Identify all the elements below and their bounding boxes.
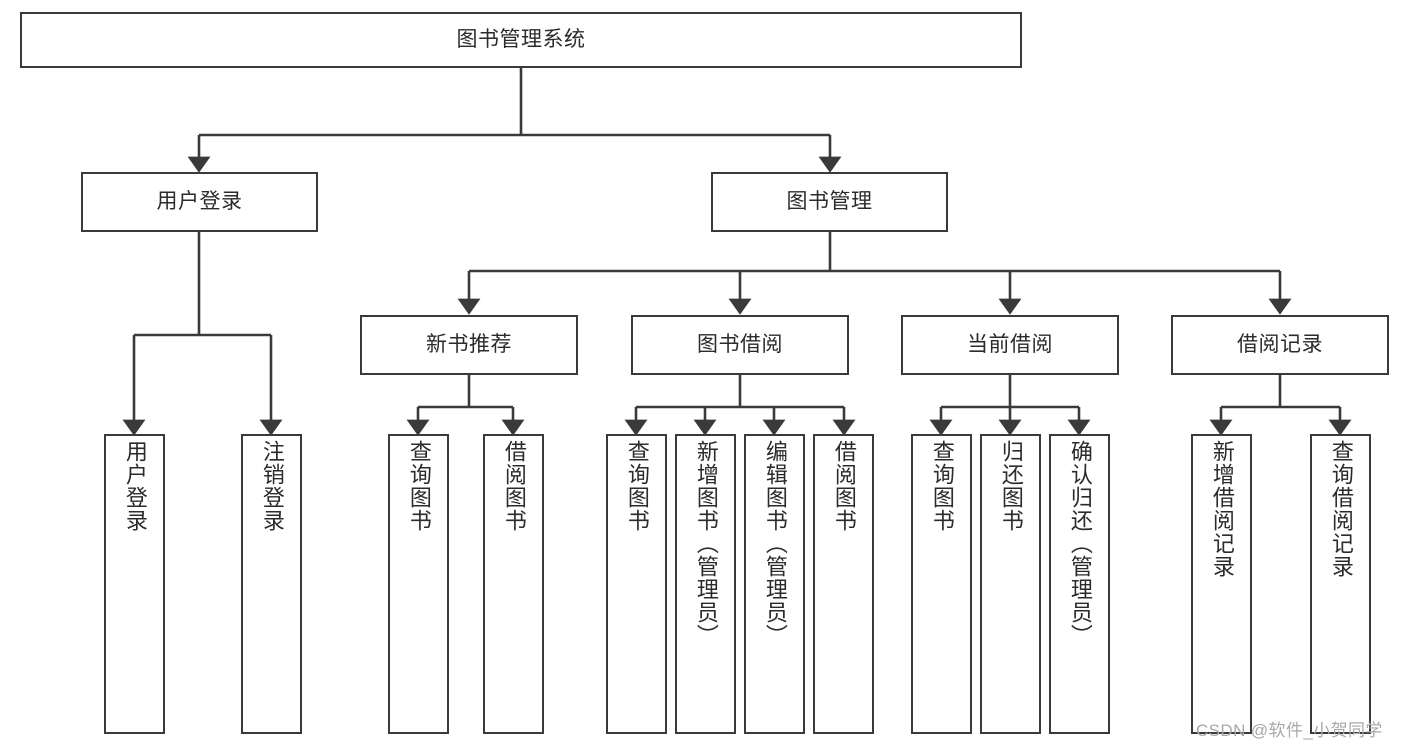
node-label: 用户登录 [156,189,243,213]
node-label: 借阅图书 [501,440,527,532]
node-label: 新增图书（管理员） [693,440,719,647]
leaf-borrow-query-book[interactable]: 查询图书 [606,434,667,734]
node-label: 借阅记录 [1237,332,1323,356]
node-root-system[interactable]: 图书管理系统 [20,12,1022,68]
csdn-watermark: CSDN @软件_小贺同学 [1196,721,1383,740]
leaf-current-return-book[interactable]: 归还图书 [980,434,1041,734]
leaf-borrow-edit-book-admin[interactable]: 编辑图书（管理员） [744,434,805,734]
leaf-record-add-record[interactable]: 新增借阅记录 [1191,434,1252,734]
node-label: 新增借阅记录 [1209,440,1235,578]
leaf-borrow-add-book-admin[interactable]: 新增图书（管理员） [675,434,736,734]
node-label: 图书管理系统 [456,27,586,51]
node-label: 编辑图书（管理员） [762,440,788,647]
node-current-borrow[interactable]: 当前借阅 [901,315,1119,375]
node-label: 当前借阅 [967,332,1053,356]
leaf-user-login[interactable]: 用户登录 [104,434,165,734]
node-book-management[interactable]: 图书管理 [711,172,948,232]
leaf-recommend-borrow-book[interactable]: 借阅图书 [483,434,544,734]
node-user-login[interactable]: 用户登录 [81,172,318,232]
node-label: 归还图书 [998,440,1024,532]
node-label: 图书借阅 [697,332,783,356]
node-label: 用户登录 [122,440,148,532]
node-label: 新书推荐 [426,332,512,356]
node-label: 查询借阅记录 [1328,440,1354,578]
node-new-book-recommend[interactable]: 新书推荐 [360,315,578,375]
leaf-borrow-borrow-book[interactable]: 借阅图书 [813,434,874,734]
node-borrow-record[interactable]: 借阅记录 [1171,315,1389,375]
node-label: 注销登录 [259,440,285,532]
node-label: 借阅图书 [831,440,857,532]
leaf-record-query-record[interactable]: 查询借阅记录 [1310,434,1371,734]
node-label: 查询图书 [929,440,955,532]
leaf-current-query-book[interactable]: 查询图书 [911,434,972,734]
node-label: 查询图书 [624,440,650,532]
node-label: 确认归还（管理员） [1067,440,1093,647]
leaf-user-logout[interactable]: 注销登录 [241,434,302,734]
leaf-recommend-query-book[interactable]: 查询图书 [388,434,449,734]
leaf-current-confirm-return-admin[interactable]: 确认归还（管理员） [1049,434,1110,734]
node-book-borrow[interactable]: 图书借阅 [631,315,849,375]
node-label: 图书管理 [786,189,873,213]
node-label: 查询图书 [406,440,432,532]
